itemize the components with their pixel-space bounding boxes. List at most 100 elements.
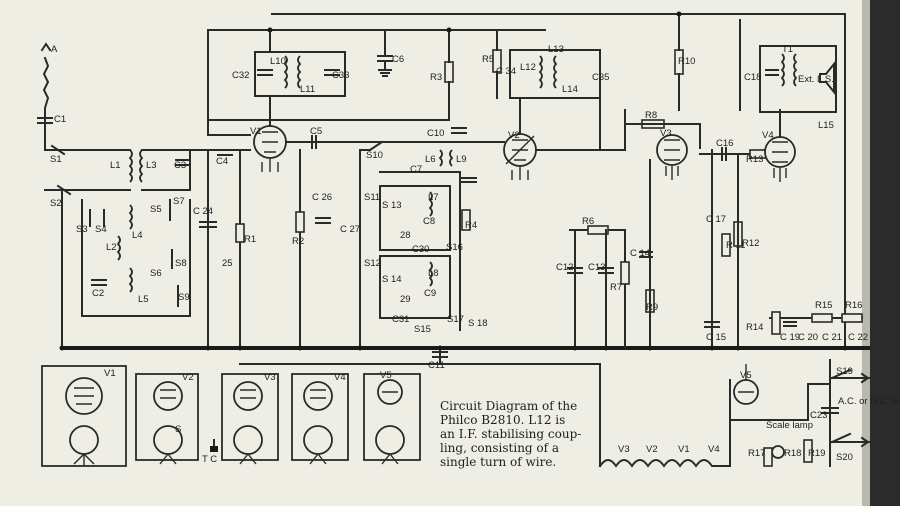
L3-coil [139, 149, 144, 183]
C13-label: C13 [588, 262, 605, 273]
C28-label: 28 [400, 230, 411, 241]
V4-electrodes [772, 141, 788, 182]
R4-resistor [461, 209, 471, 231]
L2-coil [116, 235, 121, 261]
S14-label: S 14 [382, 274, 402, 285]
R3-wires [209, 29, 450, 121]
mains-label: A.C. or D.C. mains [838, 396, 900, 407]
S16-label: S16 [446, 242, 463, 253]
R5-label: R5 [482, 54, 494, 65]
C26-label: C 26 [312, 192, 332, 203]
band-block [81, 199, 191, 317]
V3-label: V3 [660, 128, 672, 139]
V1-base [41, 365, 127, 467]
C22-label: C 22 [848, 332, 868, 343]
V3-base-label: V3 [264, 372, 276, 383]
L4-label: L4 [132, 230, 143, 241]
mains-arrow-icons [860, 372, 870, 448]
R4-label: R4 [465, 220, 477, 231]
heater-chain [598, 363, 731, 468]
C26-symbol [315, 217, 331, 224]
C30-label: C30 [412, 244, 429, 255]
L13-label: L13 [548, 44, 564, 55]
S9-label: S9 [178, 292, 190, 303]
C35-label: C35 [592, 72, 609, 83]
antenna-wire [42, 56, 50, 151]
S5-label: S5 [150, 204, 162, 215]
C13-symbol [598, 229, 614, 349]
S12-label: S12 [364, 258, 381, 269]
C18-label: C18 [744, 72, 761, 83]
C16-label: C16 [716, 138, 733, 149]
scale-lamp-icon [771, 445, 785, 459]
V3-base [221, 373, 279, 465]
S15-label: S15 [414, 324, 431, 335]
S2-contact [56, 184, 72, 196]
C1-symbol [37, 117, 53, 124]
top-rail-3 [207, 29, 251, 136]
C12-label: C12 [556, 262, 573, 273]
V1-base-label: V1 [104, 368, 116, 379]
S18-label: S 18 [468, 318, 488, 329]
C15-label: C 15 [706, 332, 726, 343]
R6-resistor [587, 225, 609, 235]
C25-label: 25 [222, 258, 233, 269]
V1-electrodes [261, 131, 279, 172]
C10-label: C10 [427, 128, 444, 139]
C6-symbol [377, 29, 393, 77]
V4-base [291, 373, 349, 465]
L11-label: L11 [300, 84, 315, 95]
R16-resistor [841, 313, 863, 323]
R10-wires [624, 13, 680, 151]
C27-label: C 27 [340, 224, 360, 235]
R11-resistor [721, 233, 731, 257]
osc-wires [299, 140, 384, 349]
C3-label: C3 [174, 160, 186, 171]
R17-label: R17 [748, 448, 765, 459]
R6-label: R6 [582, 216, 594, 227]
C11-symbol [432, 347, 448, 365]
caption-line-4: ling, consisting of a [440, 441, 559, 455]
S11-label: S11 [364, 192, 380, 203]
L4-coil [128, 204, 133, 230]
loudspeaker-icon [819, 61, 835, 95]
L3-label: L3 [146, 160, 157, 171]
C1-label: C1 [54, 114, 66, 125]
top-ht-line [271, 13, 846, 349]
S3-label: S3 [76, 224, 88, 235]
C32-symbol [257, 69, 273, 76]
V5-label: V5 [740, 370, 752, 381]
V5-base [363, 373, 421, 465]
R18-label: R18 [784, 448, 801, 459]
T1-label: T1 [782, 44, 793, 55]
caption-line-2: Philco B2810. L12 is [440, 413, 565, 427]
V2-base-label: V2 [182, 372, 194, 383]
V2-electrodes [505, 135, 535, 180]
C19-label: C 19 [780, 332, 800, 343]
band-switch-posts [89, 199, 179, 307]
C8-label: C8 [423, 216, 435, 227]
R15-label: R15 [815, 300, 832, 311]
S8-label: S8 [175, 258, 187, 269]
V2-wires [469, 97, 521, 143]
V4-base-label: V4 [334, 372, 346, 383]
junction-dots [59, 11, 848, 351]
R3-label: R3 [430, 72, 442, 83]
C4-symbol [217, 149, 233, 156]
S17-label: S17 [447, 314, 464, 325]
C10-symbol [359, 127, 471, 143]
R8-label: R8 [645, 110, 657, 121]
C14-label: C 14 [630, 248, 650, 259]
R8-wires [624, 123, 701, 149]
C2-symbol [91, 279, 107, 286]
heater-V4-label: V4 [708, 444, 720, 455]
C23-label: C23 [810, 410, 827, 421]
R2-label: R2 [292, 236, 304, 247]
C5-symbol [285, 135, 361, 149]
R17-resistor [763, 447, 773, 467]
C29-label: 29 [400, 294, 411, 305]
C34-label: C 34 [496, 66, 516, 77]
C33-label: C33 [332, 70, 349, 81]
C12-symbol [567, 229, 583, 349]
S10-label: S10 [366, 150, 383, 161]
